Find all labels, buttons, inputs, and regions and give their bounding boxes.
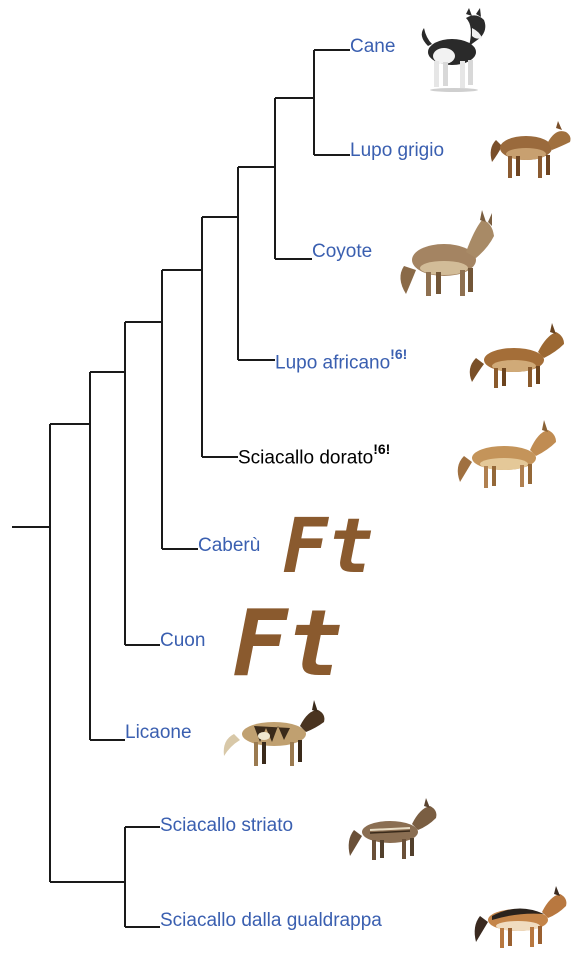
leaf-text: Sciacallo dalla gualdrappa xyxy=(160,910,382,931)
leaf-text: Coyote xyxy=(312,241,373,262)
leaf-text: Lupo africano xyxy=(275,352,391,374)
golden-jackal-icon xyxy=(457,420,556,488)
leaf-text: Sciacallo dorato xyxy=(238,447,374,469)
leaf-label-lupo-grigio: Lupo grigio xyxy=(350,140,444,162)
leaf-text: Cane xyxy=(350,36,396,57)
african-wolf-icon xyxy=(469,323,564,388)
leaf-label-cuon: Cuon xyxy=(160,630,205,652)
african-wild-dog-icon xyxy=(223,700,325,766)
leaf-label-cane: Cane xyxy=(350,36,395,58)
leaf-label-licaone: Licaone xyxy=(125,722,192,744)
leaf-label-sciacallo-gualdrappa: Sciacallo dalla gualdrappa xyxy=(160,910,382,932)
side-striped-jackal-icon xyxy=(348,798,437,860)
footnote-ref[interactable]: !6! xyxy=(373,441,391,457)
leaf-label-coyote: Coyote xyxy=(312,241,372,263)
leaf-label-caberu: Caberù xyxy=(198,535,260,557)
ft-logo: Ft xyxy=(232,590,343,697)
leaf-text: Lupo grigio xyxy=(350,140,445,161)
leaf-label-sciacallo-dorato: Sciacallo dorato!6! xyxy=(238,440,390,469)
leaf-label-sciacallo-striato: Sciacallo striato xyxy=(160,815,293,837)
black-backed-jackal-icon xyxy=(474,886,567,948)
dog-icon xyxy=(421,8,486,92)
leaf-text: Cuon xyxy=(160,630,206,651)
leaf-text: Caberù xyxy=(198,535,261,556)
wolf-icon xyxy=(490,121,571,178)
leaf-text: Licaone xyxy=(125,722,192,743)
leaf-text: Sciacallo striato xyxy=(160,815,294,836)
footnote-ref[interactable]: !6! xyxy=(390,346,408,362)
leaf-label-lupo-africano: Lupo africano!6! xyxy=(275,345,407,374)
ft-logo: Ft xyxy=(282,501,374,590)
coyote-icon xyxy=(400,210,494,296)
